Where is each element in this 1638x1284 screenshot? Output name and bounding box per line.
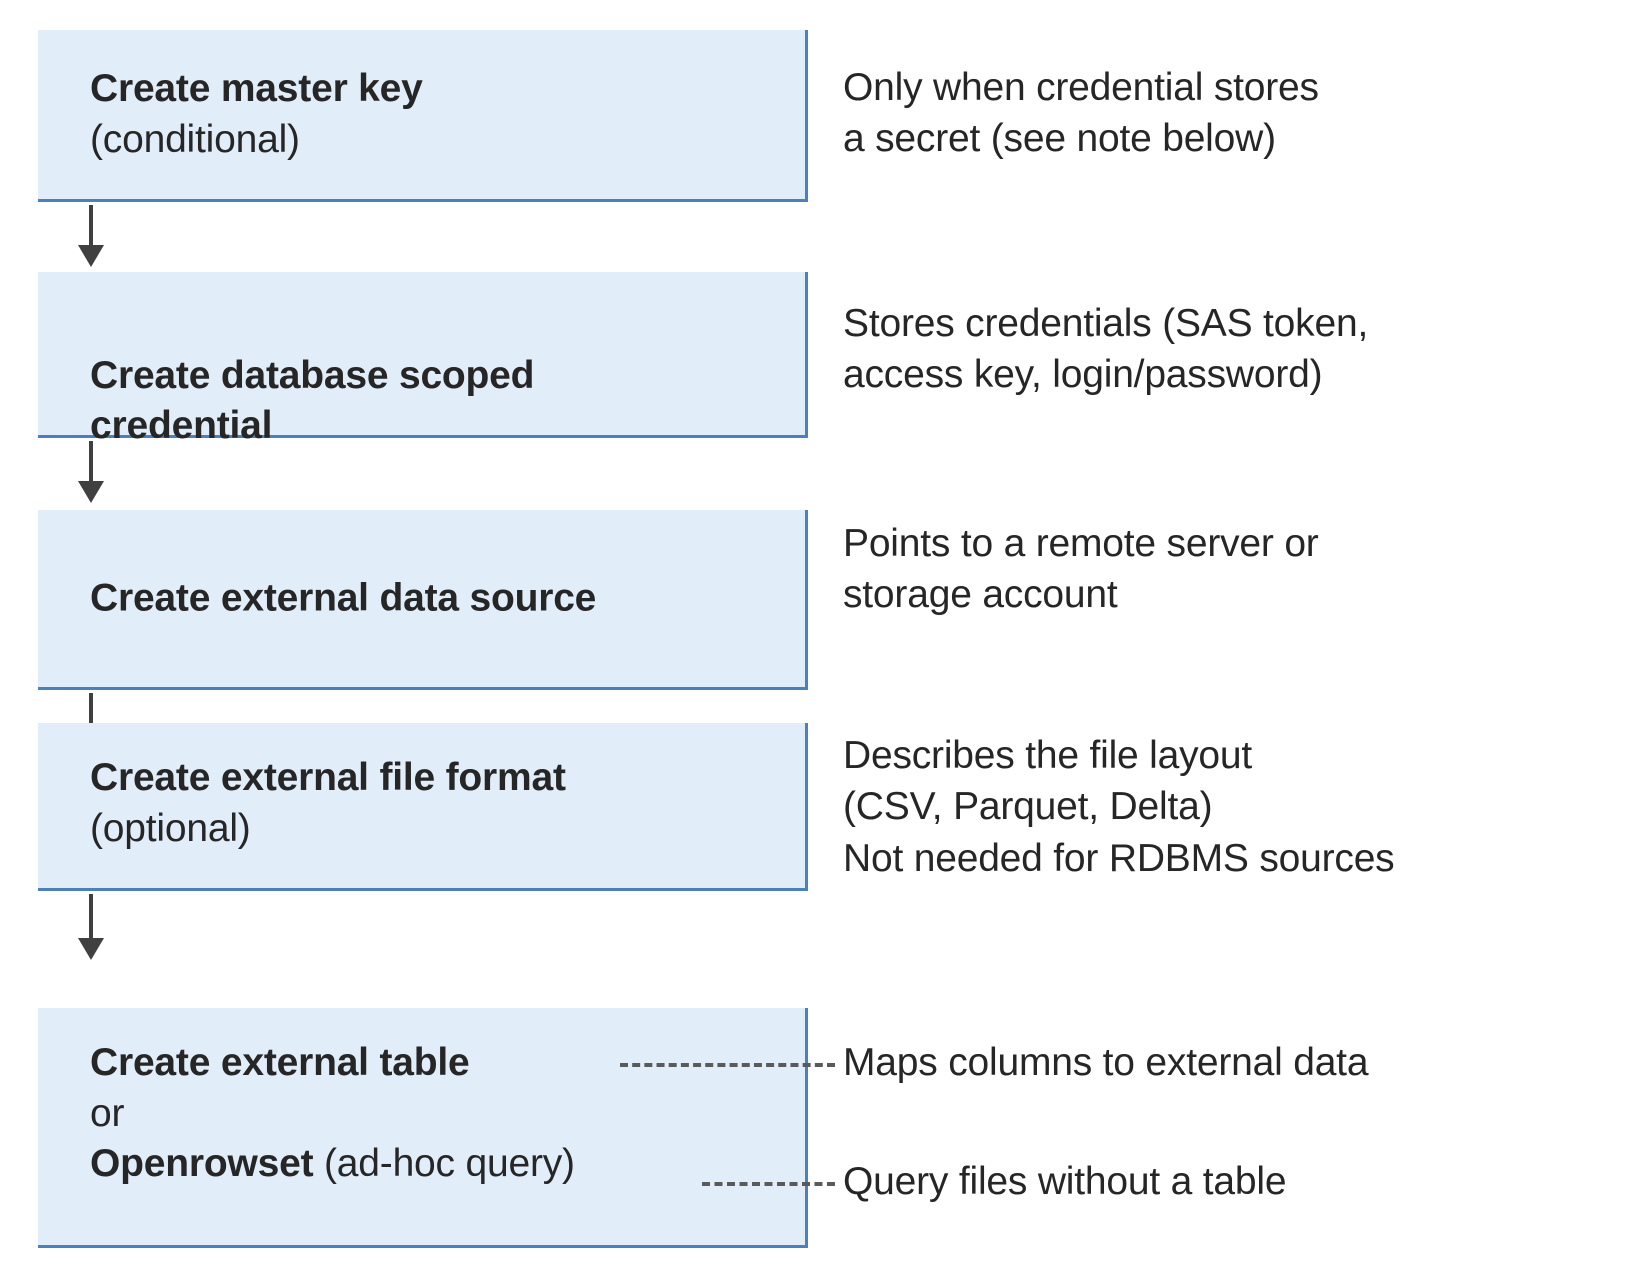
note-openrowset: Query files without a table <box>843 1160 1287 1203</box>
step-label-create-external-file-format: Create external file format (optional) <box>90 753 787 854</box>
step-connector-word-or: or <box>90 1091 125 1135</box>
step-title-create-external-file-format: Create external file format <box>90 756 566 799</box>
step-label-create-external-table-or-openrowset: Create external table or Openrowset (ad-… <box>90 1038 787 1190</box>
step-title-openrowset-line: Openrowset (ad-hoc query) <box>90 1139 787 1190</box>
step-label-create-database-scoped-credential: Create database scoped credential <box>90 300 787 503</box>
note-create-database-scoped-credential: Stores credentials (SAS token, access ke… <box>843 302 1369 397</box>
step-box-create-external-file-format: Create external file format (optional) <box>38 723 808 891</box>
step-title-openrowset: Openrowset <box>90 1142 314 1186</box>
step-title-create-external-data-source: Create external data source <box>90 576 597 620</box>
step-subtitle-openrowset: (ad-hoc query) <box>313 1142 575 1186</box>
note-create-external-file-format: Describes the file layout (CSV, Parquet,… <box>843 734 1395 880</box>
dashed-connector-external-table <box>620 1063 835 1067</box>
step-title-create-master-key: Create master key <box>90 67 423 110</box>
step-box-create-external-data-source: Create external data source <box>38 510 808 690</box>
dashed-connector-openrowset <box>702 1182 835 1186</box>
step-box-create-database-scoped-credential: Create database scoped credential <box>38 272 808 447</box>
note-create-master-key: Only when credential stores a secret (se… <box>843 66 1319 161</box>
step-subtitle-create-external-file-format: (optional) <box>90 806 251 850</box>
step-box-create-master-key: Create master key (conditional) <box>38 30 808 202</box>
arrow-connector-1 <box>78 205 104 267</box>
step-box-create-external-table-or-openrowset: Create external table or Openrowset (ad-… <box>38 1008 808 1248</box>
step-label-create-external-data-source: Create external data source <box>90 573 787 624</box>
arrow-connector-2 <box>78 441 104 503</box>
step-title-create-database-scoped-credential: Create database scoped credential <box>90 353 535 448</box>
step-subtitle-create-master-key: (conditional) <box>90 117 300 161</box>
step-label-create-master-key: Create master key (conditional) <box>90 64 787 165</box>
note-create-external-data-source: Points to a remote server or storage acc… <box>843 522 1319 617</box>
step-title-create-external-table: Create external table <box>90 1041 470 1084</box>
note-create-external-table: Maps columns to external data <box>843 1041 1369 1084</box>
arrow-connector-4 <box>78 894 104 962</box>
